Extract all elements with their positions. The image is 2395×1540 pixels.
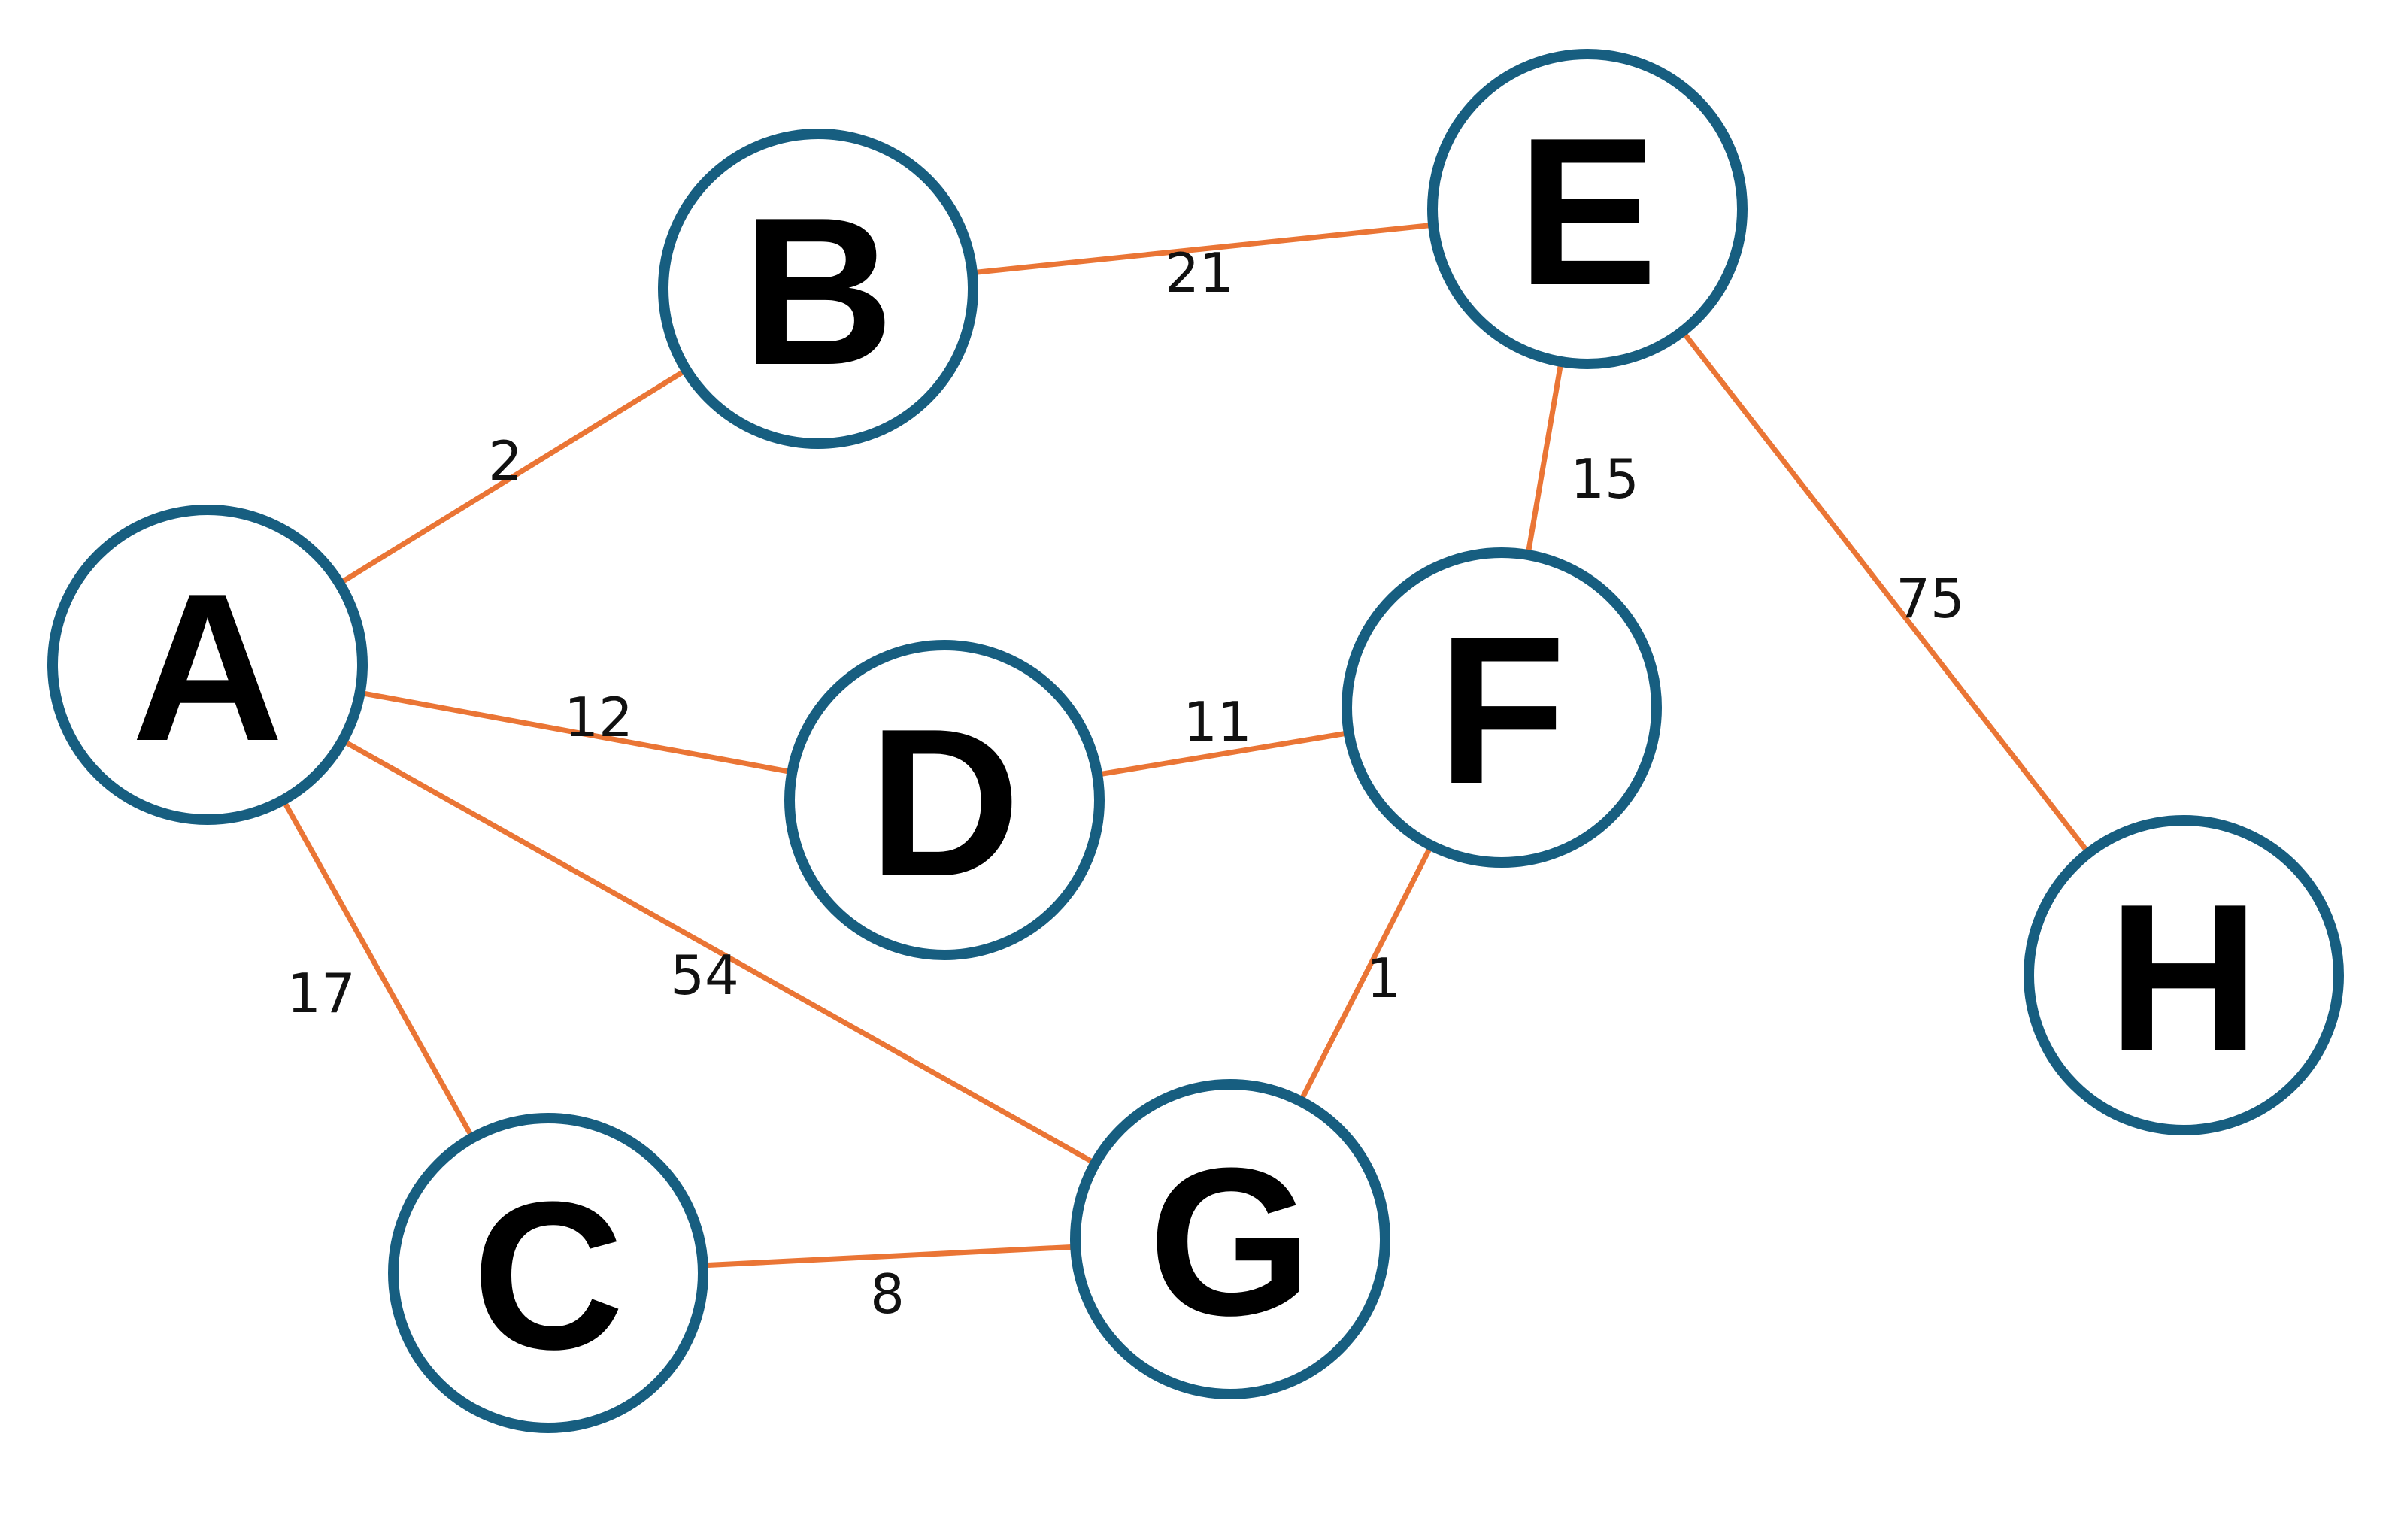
node-label: B [742,174,894,409]
edge-E-H [1585,207,2186,978]
weights-layer: 2 21 15 75 12 11 54 1 17 8 [286,241,1965,1326]
node-F: F [1342,547,1662,868]
edge-weight-A-B: 2 [488,429,523,493]
edge-weight-E-H: 75 [1896,567,1965,630]
node-circle [784,640,1105,960]
node-label: G [1148,1125,1312,1360]
node-E: E [1427,49,1748,369]
edge-weight-A-D: 12 [564,686,633,749]
edge-A-G [206,662,1232,1242]
edge-weight-B-E: 21 [1165,241,1234,305]
edge-weight-C-G: 8 [870,1263,905,1326]
edge-weight-A-G: 54 [670,944,739,1007]
node-D: D [784,640,1105,960]
nodes-layer: A B C D E F G H [47,49,2344,1433]
node-G: G [1070,1079,1390,1399]
node-circle [47,505,368,825]
edge-weight-E-F: 15 [1570,447,1639,511]
node-C: C [388,1113,708,1433]
edge-weight-A-C: 17 [286,962,356,1025]
edge-weight-D-F: 11 [1183,690,1252,753]
node-label: D [869,686,1020,920]
node-B: B [658,129,978,449]
node-H: H [2024,815,2344,1135]
edge-weight-F-G: 1 [1366,947,1401,1010]
node-label: C [472,1159,624,1393]
node-circle [388,1113,708,1433]
node-circle [658,129,978,449]
node-label: A [132,550,283,785]
node-circle [1427,49,1748,369]
node-A: A [47,505,368,825]
node-circle [1070,1079,1390,1399]
node-label: F [1437,593,1566,828]
node-circle [2024,815,2344,1135]
node-circle [1342,547,1662,868]
node-label: H [2108,861,2260,1096]
node-label: E [1517,95,1658,329]
